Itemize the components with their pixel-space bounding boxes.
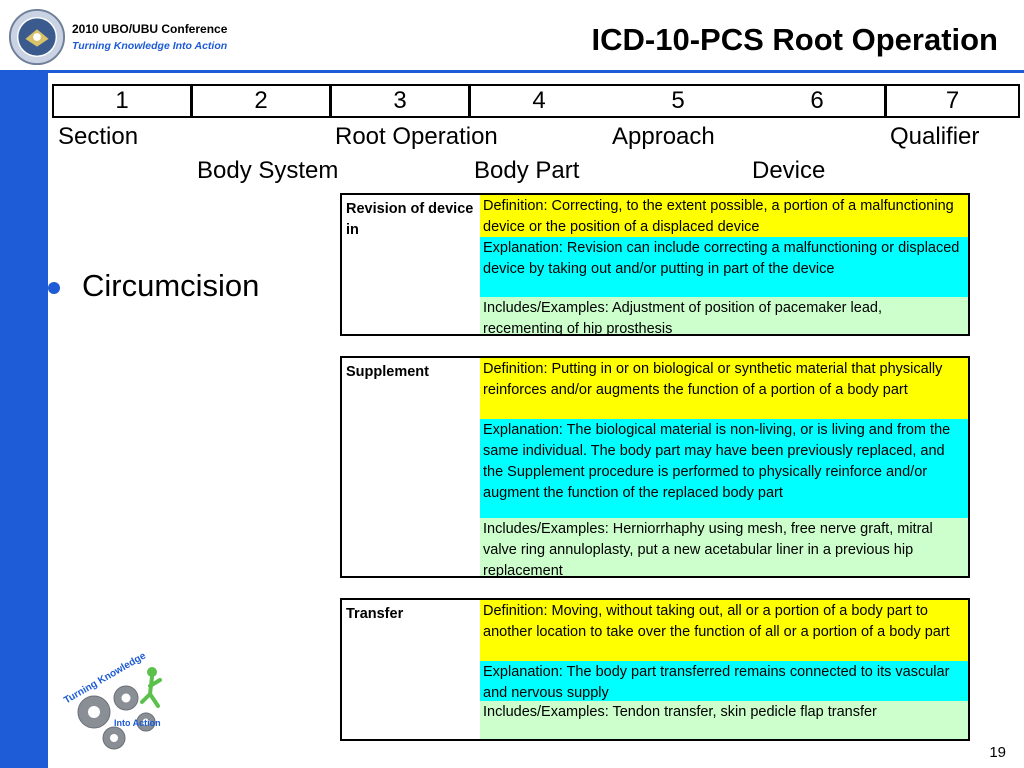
- bullet-circumcision: Circumcision: [82, 268, 260, 303]
- digit-cell-7: 7: [945, 87, 960, 114]
- digit-5: 5: [671, 87, 685, 114]
- explanation-row: Explanation: The biological material is …: [480, 419, 968, 518]
- conference-title: 2010 UBO/UBU Conference: [72, 22, 228, 36]
- char-label-body-part: Body Part: [474, 157, 580, 184]
- digit-cell-3: 3: [332, 86, 471, 116]
- digit-cell-2: 2: [193, 86, 332, 116]
- char-label-approach: Approach: [612, 123, 715, 150]
- char-label-section: Section: [58, 123, 139, 150]
- examples-row: Includes/Examples: Adjustment of positio…: [480, 297, 968, 334]
- definition-row: Definition: Moving, without taking out, …: [480, 600, 968, 661]
- explanation-row: Explanation: Revision can include correc…: [480, 237, 968, 297]
- char-label-root-operation: Root Operation: [335, 123, 498, 150]
- operation-table-revision: Revision of device in Definition: Correc…: [340, 193, 970, 336]
- page-number: 19: [989, 744, 1006, 761]
- explanation-row: Explanation: The body part transferred r…: [480, 661, 968, 701]
- operation-name: Revision of device in: [346, 201, 474, 238]
- header-divider: [0, 70, 1024, 73]
- bullet-marker: [48, 282, 60, 294]
- operation-table-supplement: Supplement Definition: Putting in or on …: [340, 356, 970, 578]
- digit-cell-1: 1: [54, 86, 193, 116]
- operation-name: Supplement: [346, 364, 429, 380]
- operation-name: Transfer: [346, 606, 404, 622]
- character-position-table: 1 2 3 4 5 6 7: [52, 84, 1020, 118]
- examples-row: Includes/Examples: Herniorrhaphy using m…: [480, 518, 968, 576]
- conference-subtitle: Turning Knowledge Into Action: [72, 40, 228, 52]
- char-label-device: Device: [752, 157, 826, 184]
- char-label-qualifier: Qualifier: [890, 123, 980, 150]
- digit-6: 6: [810, 87, 824, 114]
- definition-row: Definition: Putting in or on biological …: [480, 358, 968, 419]
- slide-title: ICD-10-PCS Root Operation: [591, 22, 998, 57]
- definition-row: Definition: Correcting, to the extent po…: [480, 195, 968, 237]
- operation-table-transfer: Transfer Definition: Moving, without tak…: [340, 598, 970, 741]
- examples-row: Includes/Examples: Tendon transfer, skin…: [480, 701, 968, 739]
- digit-4: 4: [532, 87, 546, 114]
- dod-seal-icon: [8, 8, 66, 66]
- left-sidebar-band: [0, 0, 48, 768]
- digit-cell-4-6: 4 5 6: [471, 86, 887, 116]
- char-label-body-system: Body System: [197, 157, 339, 184]
- logo-text-line2: Into Action: [114, 718, 161, 728]
- turning-knowledge-gears-logo: Turning Knowledge Into Action: [62, 650, 162, 750]
